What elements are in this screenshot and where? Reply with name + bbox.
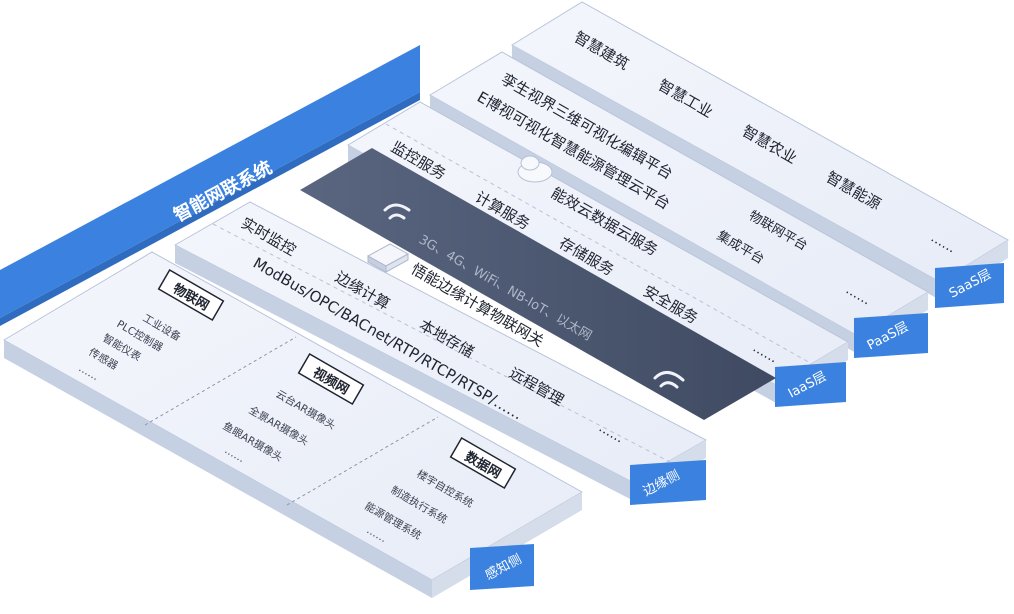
perception-layer: 感知侧 物联网 工业设备 PLC控制器 智能仪表 传感器 …… 视频网 云台AR… xyxy=(3,251,584,598)
wifi-icon xyxy=(653,371,685,389)
saas-layer: SaaS层 智慧建筑 智慧工业 智慧农业 智慧能源 …… xyxy=(511,1,1009,308)
gateway-icon xyxy=(366,243,410,273)
edge-layer: 边缘侧 实时监控 边缘计算 本地存储 远程管理 悟能边缘计算物联网关 ModBu… xyxy=(173,201,708,505)
saas-tag xyxy=(935,263,1004,308)
iaas-tag xyxy=(775,362,846,407)
wifi-icon xyxy=(383,203,411,220)
cloud-icon xyxy=(517,155,553,183)
perception-tag xyxy=(470,544,534,590)
paas-tag xyxy=(854,313,928,358)
edge-tag xyxy=(630,460,706,505)
